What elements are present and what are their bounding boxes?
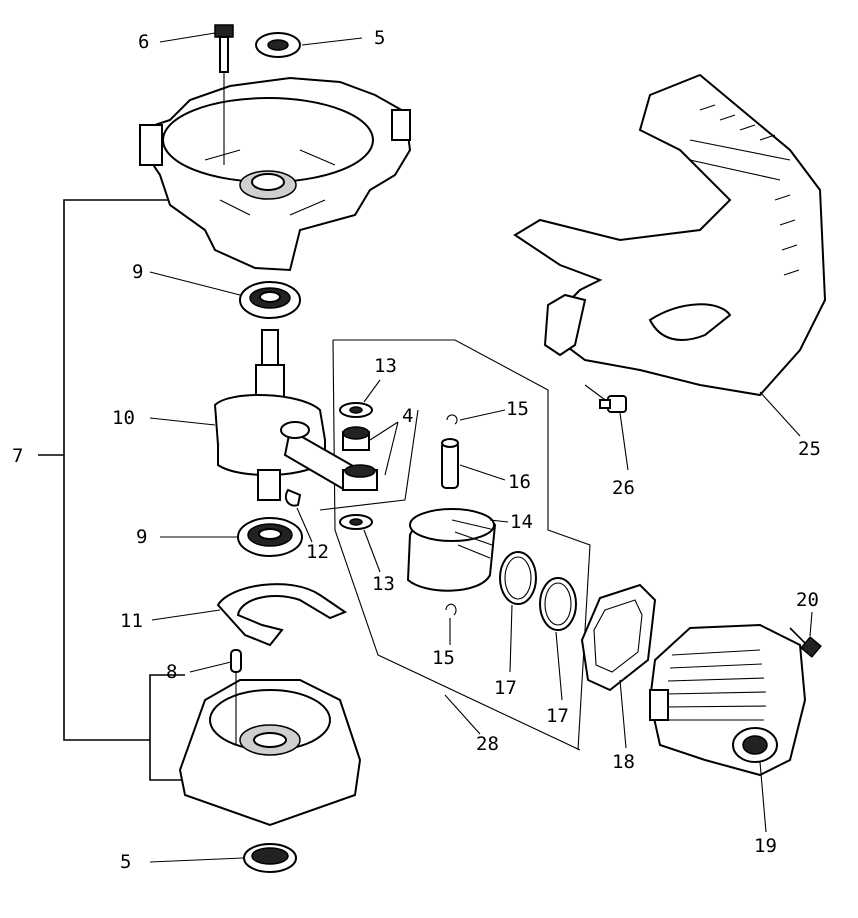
leader-lines [149,32,813,863]
callout-9-top: 9 [132,261,143,283]
callout-4: 4 [402,405,413,427]
callout-19: 19 [754,835,777,857]
callout-7: 7 [12,445,23,467]
spark-plug-20 [789,627,822,658]
engine-cover-25 [513,73,827,397]
callout-26: 26 [612,477,635,499]
callout-17-right: 17 [546,705,569,727]
callout-5-top: 5 [374,27,385,49]
callout-20: 20 [796,589,819,611]
lower-crankcase [178,672,362,827]
clip-11 [216,583,348,647]
callout-10: 10 [112,407,135,429]
callout-16: 16 [508,471,531,493]
callout-17-left: 17 [494,677,517,699]
piston-14 [406,508,497,592]
oil-seal-5-bottom [243,843,297,873]
callout-8: 8 [166,661,177,683]
oil-seal-5-top [255,32,301,58]
callout-13-top: 13 [374,355,397,377]
callout-5-bottom: 5 [120,851,131,873]
bearing-9-top [239,281,301,319]
piston-rings-17 [499,551,577,631]
group-brackets [38,199,591,781]
bolt-6 [214,24,234,165]
piston-pin-parts [441,414,459,616]
screw-26 [584,384,627,413]
callout-14: 14 [510,511,533,533]
callout-11: 11 [120,610,143,632]
callout-25: 25 [798,438,821,460]
callout-15-top: 15 [506,398,529,420]
callout-9-bottom: 9 [136,526,147,548]
gasket-18 [580,583,657,692]
small-bearing-parts [339,402,378,530]
upper-crankcase [138,76,412,272]
callout-13-bottom: 13 [372,573,395,595]
callout-15-bottom: 15 [432,647,455,669]
callout-6: 6 [138,31,149,53]
cylinder-19 [648,623,807,777]
callout-28: 28 [476,733,499,755]
key-12 [284,488,302,507]
callout-18: 18 [612,751,635,773]
dowel-pin-8 [230,649,242,673]
callout-12: 12 [306,541,329,563]
callout-labels: 5 6 7 9 10 13 4 15 16 14 12 9 13 11 8 15… [12,27,821,873]
bearing-9-bottom [237,517,303,557]
